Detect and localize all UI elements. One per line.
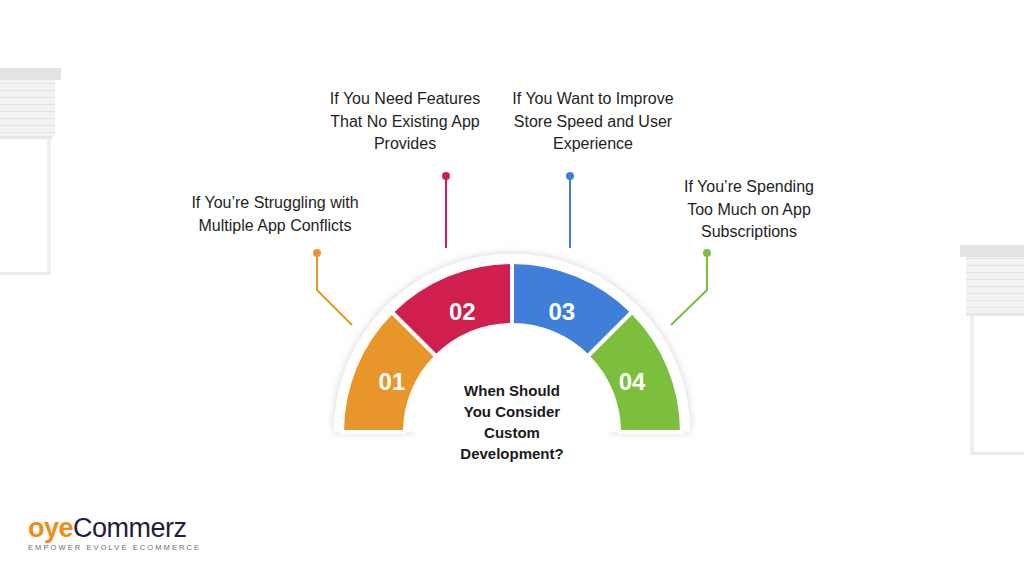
segment-number: 03: [548, 298, 575, 326]
logo-wordmark: oyeCommerz: [28, 513, 201, 543]
logo-text: oye: [28, 513, 73, 543]
center-question: When Should You Consider Custom Developm…: [453, 380, 571, 464]
callout-text: If You’re Spending Too Much on App Subsc…: [673, 176, 825, 244]
window-blind: [960, 245, 1024, 455]
logo: oyeCommerzEMPOWER EVOLVE ECOMMERCE: [28, 513, 201, 552]
segment-number: 01: [379, 368, 406, 396]
logo-tagline: EMPOWER EVOLVE ECOMMERCE: [28, 543, 201, 552]
window-blind: [0, 68, 61, 275]
logo-text: Commerz: [73, 513, 187, 543]
segment-number: 02: [449, 298, 476, 326]
callout-text: If You Want to Improve Store Speed and U…: [501, 88, 685, 156]
callout-text: If You’re Struggling with Multiple App C…: [179, 192, 371, 237]
callout-text: If You Need Features That No Existing Ap…: [319, 88, 491, 156]
segment-number: 04: [619, 368, 646, 396]
center-half-disc: When Should You Consider Custom Developm…: [408, 328, 616, 470]
